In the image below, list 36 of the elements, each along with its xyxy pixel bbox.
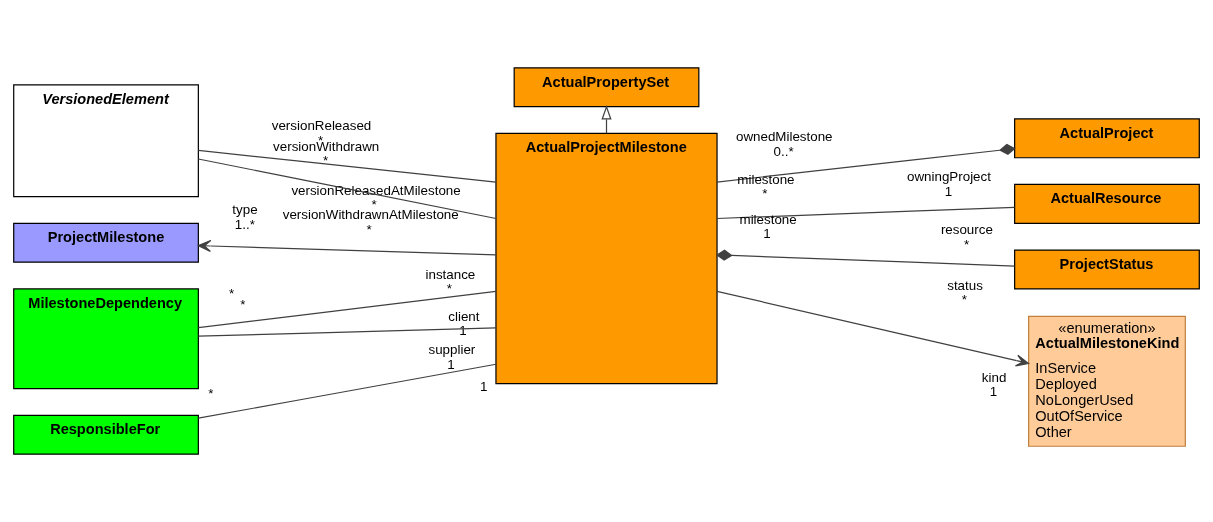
label: 1 <box>944 184 953 200</box>
label: owningProject <box>907 169 991 185</box>
label: status <box>947 277 983 293</box>
label: * <box>762 186 768 202</box>
label: milestone <box>737 171 795 187</box>
label: * <box>208 386 214 402</box>
connector <box>715 249 1016 267</box>
label: * <box>963 237 970 253</box>
label: * <box>446 281 452 297</box>
label: 1 <box>763 226 771 242</box>
label: 1..* <box>234 216 255 232</box>
label: * <box>961 292 967 308</box>
connector <box>197 158 497 220</box>
connector <box>716 143 1016 183</box>
label: 0..* <box>773 143 794 159</box>
connector <box>197 363 497 419</box>
label: * <box>322 153 329 169</box>
label: * <box>240 297 246 313</box>
connector <box>197 149 497 183</box>
arrow <box>716 290 1030 367</box>
label: client <box>448 308 480 324</box>
label: 1 <box>989 384 998 400</box>
label: ownedMilestone <box>735 129 833 145</box>
connector <box>197 290 497 329</box>
label: supplier <box>428 342 476 358</box>
label: * <box>229 285 235 301</box>
label: type <box>232 202 258 218</box>
arrow <box>197 239 497 256</box>
connector <box>197 327 497 337</box>
label: versionReleased <box>271 118 372 134</box>
label: kind <box>981 369 1007 385</box>
label: 1 <box>447 356 455 372</box>
label: resource <box>940 222 993 238</box>
label: 1 <box>480 378 488 394</box>
label: * <box>366 221 372 237</box>
label: instance <box>425 266 476 282</box>
